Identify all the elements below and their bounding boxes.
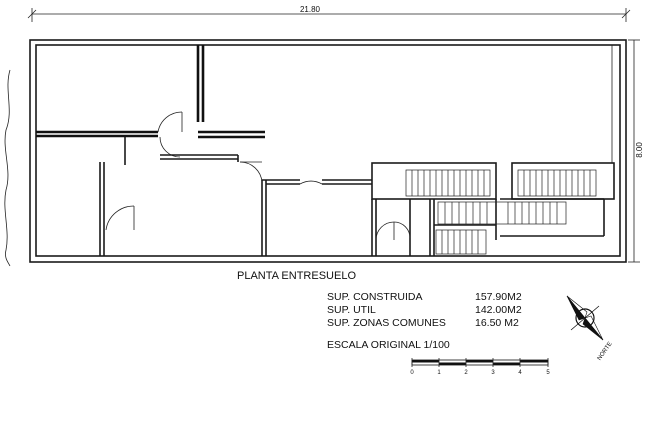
height-dimension-label: 8.00 (635, 142, 644, 158)
scale-tick: 0 (410, 370, 414, 376)
area-table: SUP. CONSTRUIDA 157.90M2 SUP. UTIL 142.0… (327, 291, 522, 329)
scale-tick: 3 (491, 370, 495, 376)
area-value: 157.90M2 (475, 291, 522, 303)
outer-walls (29, 39, 627, 263)
stair-flight-1 (405, 169, 491, 197)
stair-flight-3 (437, 201, 567, 225)
height-dimension-line (628, 39, 640, 263)
width-dimension-label: 21.80 (300, 5, 321, 14)
area-label: SUP. ZONAS COMUNES (327, 317, 446, 329)
scale-bar (411, 358, 549, 367)
scale-tick: 4 (518, 370, 522, 376)
interior-walls (36, 45, 615, 256)
area-label: SUP. UTIL (327, 304, 376, 316)
area-value: 16.50 M2 (475, 317, 519, 329)
scale-label: ESCALA ORIGINAL 1/100 (327, 339, 450, 351)
north-arrow-icon (566, 295, 604, 341)
margin-sketch-mark (4, 69, 11, 267)
door-swings (105, 111, 411, 241)
stair-flight-2 (517, 169, 597, 197)
stair-flight-4 (435, 229, 487, 255)
north-label: NORTE (597, 341, 614, 362)
plan-title: PLANTA ENTRESUELO (237, 270, 356, 282)
scale-tick: 1 (437, 370, 441, 376)
width-dimension-line (27, 8, 631, 22)
area-label: SUP. CONSTRUIDA (327, 291, 423, 303)
scale-tick: 5 (546, 370, 550, 376)
scale-tick: 2 (464, 370, 468, 376)
area-value: 142.00M2 (475, 304, 522, 316)
scale-tick-labels: 0 1 2 3 4 5 (410, 370, 550, 376)
